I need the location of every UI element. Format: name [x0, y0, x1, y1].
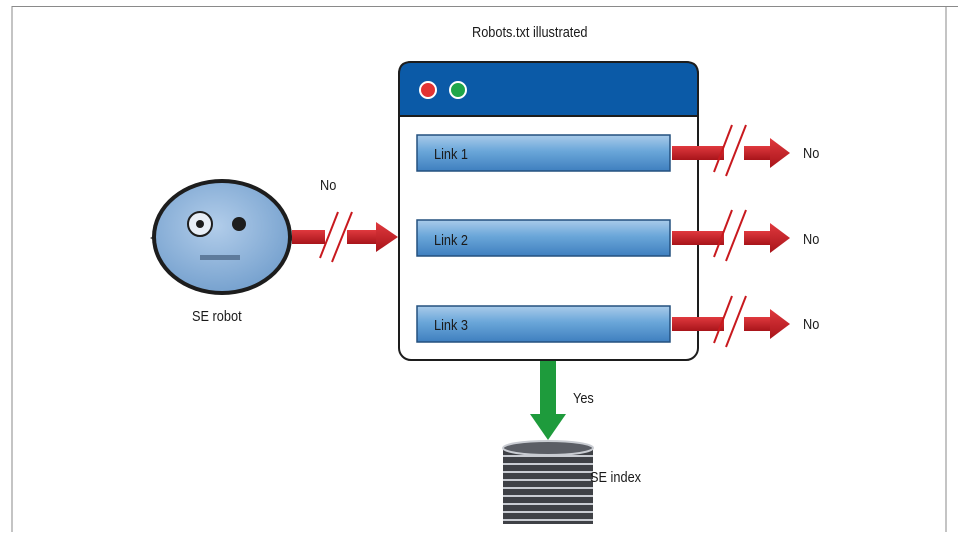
incoming-no-label: No: [320, 177, 337, 194]
yes-label: Yes: [573, 390, 594, 407]
link-1-blocked-arrow: [672, 124, 790, 177]
link-2-blocked-arrow: [672, 209, 790, 262]
link-2-label: Link 2: [434, 232, 469, 249]
maximize-dot-icon: [449, 81, 467, 99]
robot-to-window-arrow: [292, 211, 398, 263]
link-bar-1: [416, 134, 671, 172]
link-3-blocked-arrow: [672, 295, 790, 348]
link-3-label: Link 3: [434, 317, 469, 334]
index-label: SE index: [590, 469, 642, 486]
link-1-label: Link 1: [434, 146, 469, 163]
robot-label: SE robot: [192, 308, 242, 325]
diagram-title: Robots.txt illustrated: [472, 24, 588, 41]
close-dot-icon: [419, 81, 437, 99]
link-3-result-label: No: [803, 316, 820, 333]
link-2-result-label: No: [803, 231, 820, 248]
link-bar-2: [416, 219, 671, 257]
link-bar-3: [416, 305, 671, 343]
robot-face-icon: [150, 179, 296, 295]
link-1-result-label: No: [803, 145, 820, 162]
window-to-index-arrow: [530, 361, 566, 440]
database-icon: [502, 440, 594, 524]
